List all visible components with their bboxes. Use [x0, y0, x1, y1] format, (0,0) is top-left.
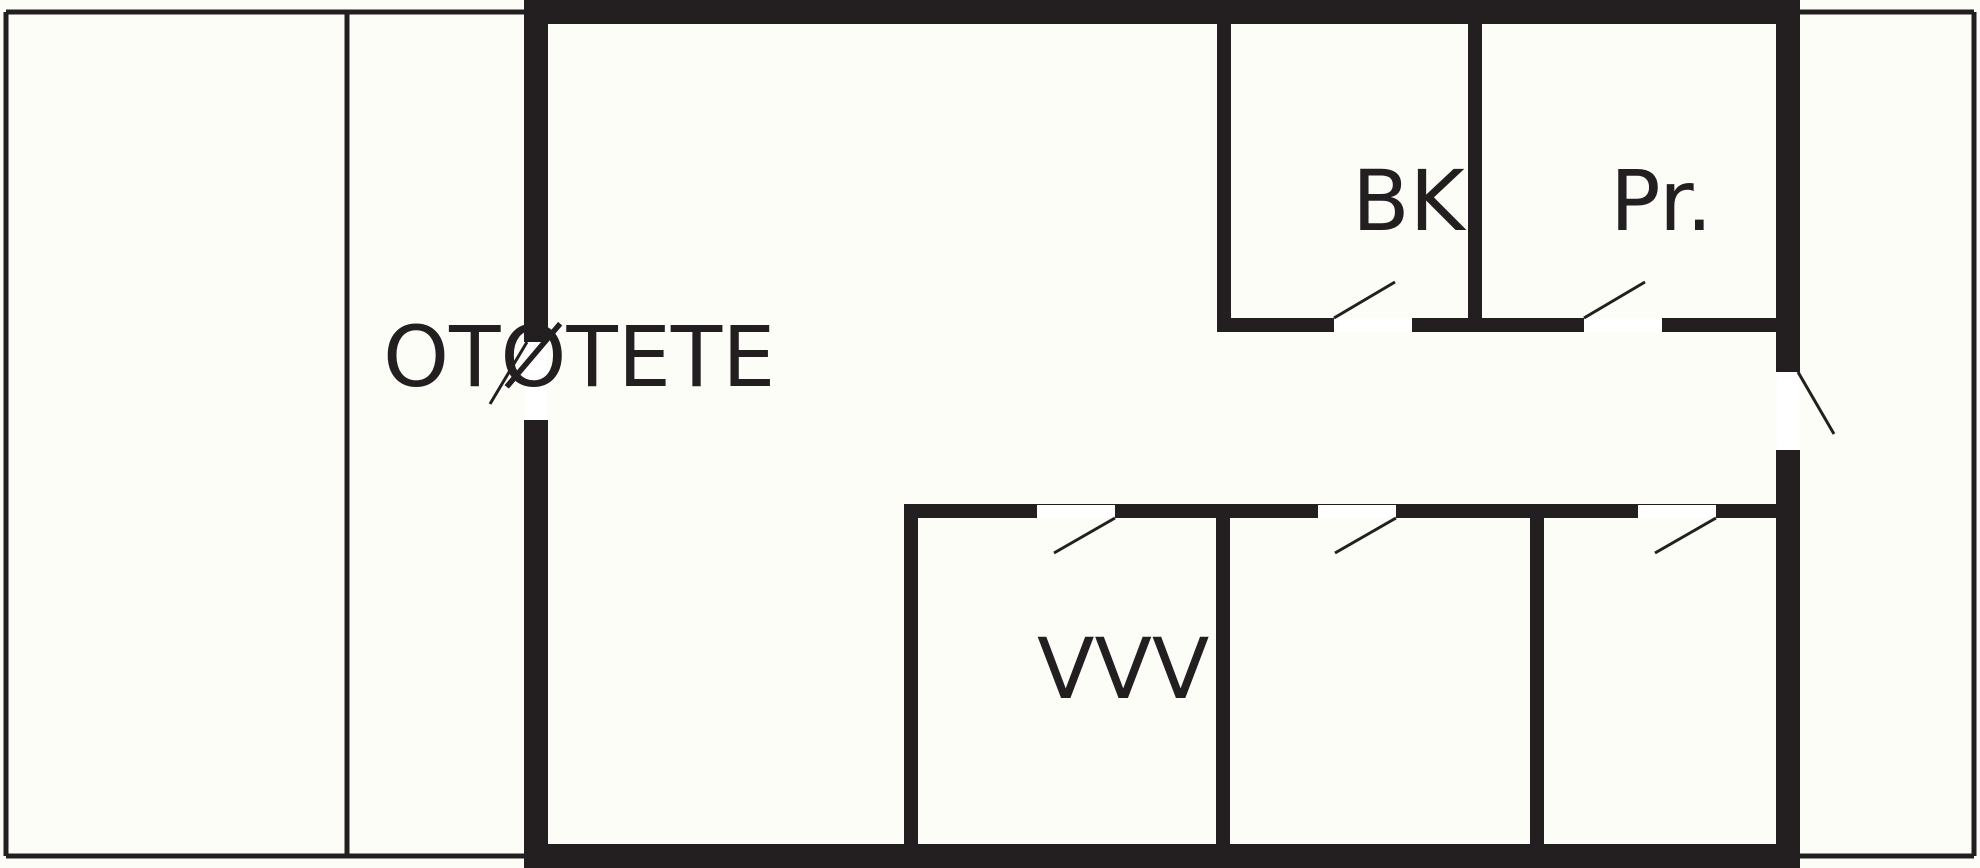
- wall-bk-left: [1217, 14, 1231, 332]
- door-gap-lower-right: [1638, 505, 1716, 518]
- wall-left-upper: [524, 0, 548, 342]
- wall-upper-rooms-bottom: [1217, 318, 1787, 332]
- wall-left-lower: [524, 420, 548, 868]
- door-gap-bk: [1334, 318, 1412, 332]
- door-leaf-vvv: [1053, 516, 1116, 555]
- door-leaf-entrance-left: [488, 341, 529, 405]
- door-leaf-entrance-right: [1796, 371, 1836, 435]
- door-leaf-lower-right: [1654, 516, 1717, 555]
- wall-right-upper: [1776, 0, 1800, 372]
- door-leaf-pr: [1583, 280, 1646, 320]
- room-label-pr: Pr.: [1610, 152, 1713, 250]
- wall-top: [524, 0, 1800, 24]
- door-openings: [525, 318, 1799, 518]
- door-gap-entrance-right: [1777, 372, 1799, 450]
- door-leaf-lower-middle: [1334, 516, 1397, 555]
- door-gap-entrance-left: [525, 342, 547, 420]
- room-label-vvv: VVV: [1037, 620, 1209, 718]
- door-gap-vvv: [1037, 505, 1115, 518]
- room-label-left-area: OTØTETE: [383, 308, 775, 406]
- wall-right-lower: [1776, 450, 1800, 868]
- wall-lower-divider-2: [1530, 504, 1544, 854]
- wall-vvv-left: [904, 504, 918, 854]
- door-gap-pr: [1584, 318, 1662, 332]
- outer-outline: [3, 9, 1977, 859]
- wall-bk-pr-divider: [1468, 14, 1482, 332]
- wall-bottom: [524, 844, 1800, 868]
- door-leaves: [488, 280, 1836, 555]
- exterior-walls: [524, 0, 1800, 868]
- wall-lower-divider-1: [1216, 504, 1230, 854]
- door-gap-lower-middle: [1318, 505, 1396, 518]
- door-leaf-bk: [1333, 280, 1396, 320]
- room-label-bk: BK: [1352, 152, 1467, 250]
